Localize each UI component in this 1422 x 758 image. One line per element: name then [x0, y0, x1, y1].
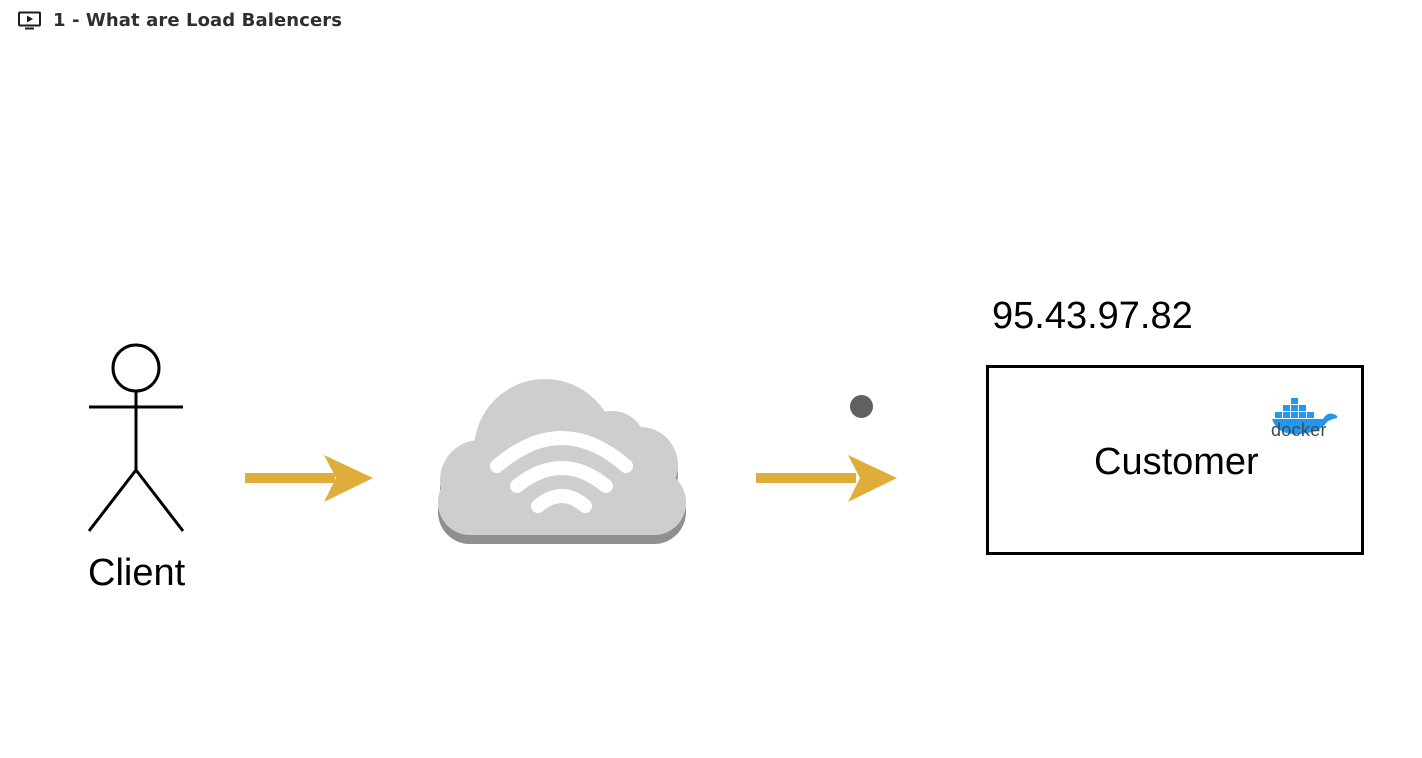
- customer-server-box: Customer docker: [986, 365, 1364, 555]
- docker-whale-icon: [1272, 398, 1338, 434]
- video-header: 1 - What are Load Balencers: [18, 8, 342, 32]
- arrow-right-icon: [245, 455, 373, 502]
- mouse-cursor: [850, 395, 873, 418]
- video-play-icon: [18, 11, 41, 30]
- slide-canvas: Client 95.43.97.82 Customer docker: [0, 40, 1422, 758]
- cloud-wifi-icon: [438, 379, 686, 544]
- client-label: Client: [88, 552, 186, 594]
- arrow-right-icon-2: [756, 455, 897, 502]
- customer-label: Customer: [1094, 441, 1259, 483]
- video-title: 1 - What are Load Balencers: [53, 9, 343, 31]
- ip-address-label: 95.43.97.82: [992, 295, 1193, 337]
- stick-figure-icon: [87, 343, 185, 532]
- docker-logo-text: docker: [1271, 420, 1327, 440]
